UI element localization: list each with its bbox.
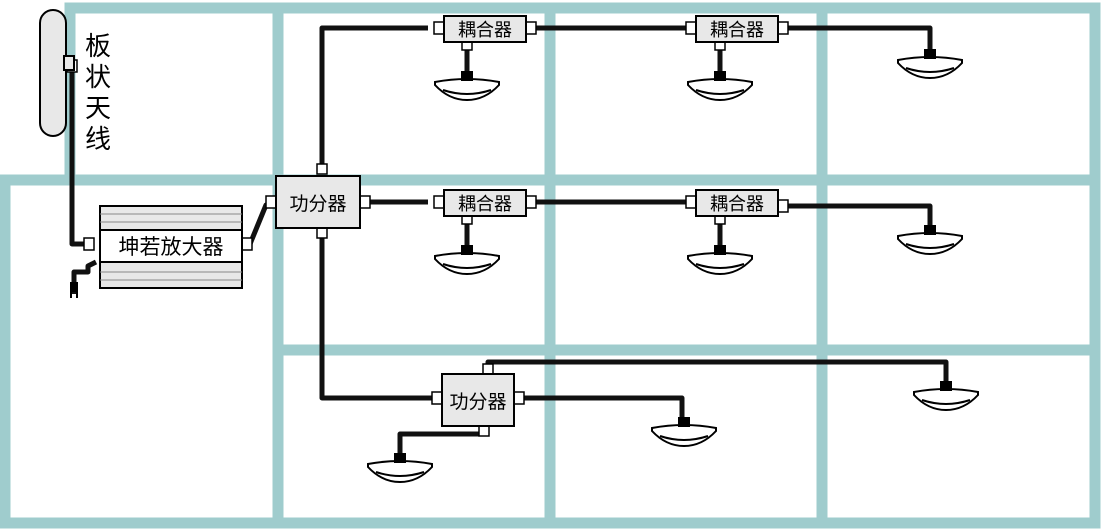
cable-lower-right <box>518 395 685 420</box>
connector <box>482 363 494 375</box>
ceiling-antenna-icon <box>434 71 500 102</box>
antenna-label-char: 板 <box>85 32 111 62</box>
connector <box>525 195 537 209</box>
connector <box>431 391 443 405</box>
cable-lower-top <box>485 359 949 384</box>
connector <box>777 199 789 213</box>
splitter-label: 功分器 <box>449 391 506 413</box>
connector <box>685 195 697 209</box>
ceiling-antenna-base <box>714 71 726 81</box>
cable-power-cord <box>71 259 98 294</box>
ceiling-antenna-rim <box>921 399 971 405</box>
coupler-label: 耦合器 <box>710 194 764 215</box>
amplifier-device: 坤若放大器 <box>99 205 243 289</box>
connector <box>685 21 697 35</box>
antenna-label-char: 天 <box>85 94 111 124</box>
upper-wing-outline <box>64 2 1101 186</box>
ceiling-antennas <box>367 49 979 484</box>
panel-antenna-icon <box>39 9 75 137</box>
coupler-top-1: 耦合器 <box>443 15 527 43</box>
connector <box>241 237 253 251</box>
connector <box>433 21 445 35</box>
amplifier-label-panel <box>99 229 243 263</box>
ceiling-antenna-icon <box>897 225 963 256</box>
ceiling-antenna-icon <box>687 245 753 276</box>
ceiling-antenna-base <box>678 417 690 427</box>
ceiling-antenna-rim <box>695 89 745 95</box>
coupler-body <box>695 15 779 43</box>
cable-splitter-up <box>319 25 428 172</box>
ceiling-antenna-icon <box>434 245 500 276</box>
connector <box>265 195 277 209</box>
coupler-label: 耦合器 <box>710 20 764 41</box>
ceiling-antenna-icon <box>897 49 963 80</box>
panel-antenna-mount <box>63 55 75 71</box>
connector <box>433 195 445 209</box>
ceiling-antenna-rim <box>442 263 492 269</box>
ceiling-antenna-icon <box>651 417 717 448</box>
ceiling-antenna-base <box>394 453 406 463</box>
power-plug-icon <box>70 282 78 298</box>
ceiling-antenna-icon <box>913 381 979 412</box>
splitter-label: 功分器 <box>289 193 346 215</box>
amplifier-stripes <box>100 213 242 281</box>
ceiling-antenna-icon <box>367 453 433 484</box>
ceiling-antenna-rim <box>442 89 492 95</box>
coupler-body <box>695 189 779 217</box>
power-splitter-main: 功分器 <box>275 175 361 229</box>
antenna-label-char: 状 <box>85 63 111 93</box>
connector <box>359 195 371 209</box>
ceiling-antenna-icon <box>687 71 753 102</box>
coupler-mid-1: 耦合器 <box>443 189 527 217</box>
cable-splitter-down <box>319 230 434 401</box>
cable-lower-bottom <box>397 428 487 456</box>
coupler-body <box>443 189 527 217</box>
ceiling-antenna-rim <box>659 435 709 441</box>
connector <box>83 237 95 251</box>
ceiling-antenna-base <box>714 245 726 255</box>
antenna-label-char: 线 <box>85 125 111 155</box>
splitter-body <box>441 373 515 427</box>
connector <box>316 227 328 239</box>
cable-mid-end <box>782 203 933 228</box>
ceiling-antenna-rim <box>695 263 745 269</box>
coupler-label: 耦合器 <box>458 194 512 215</box>
amplifier-label: 坤若放大器 <box>119 235 224 259</box>
ceiling-antenna-base <box>461 71 473 81</box>
coupler-top-2: 耦合器 <box>695 15 779 43</box>
cable-top-end <box>782 25 933 52</box>
coupler-label: 耦合器 <box>458 20 512 41</box>
panel-antenna-body <box>39 9 67 137</box>
connector <box>777 21 789 35</box>
ceiling-antenna-base <box>940 381 952 391</box>
connector <box>316 163 328 175</box>
coupler-body <box>443 15 527 43</box>
connector <box>525 21 537 35</box>
ceiling-antenna-base <box>924 49 936 59</box>
antenna-label: 板 状 天 线 <box>85 32 111 155</box>
splitter-body <box>275 175 361 229</box>
ceiling-antenna-base <box>924 225 936 235</box>
coupler-mid-2: 耦合器 <box>695 189 779 217</box>
ceiling-antenna-rim <box>905 243 955 249</box>
plug-body <box>70 282 78 292</box>
power-splitter-lower: 功分器 <box>441 373 515 427</box>
ceiling-antenna-base <box>461 245 473 255</box>
ceiling-antenna-rim <box>905 67 955 73</box>
connector <box>478 425 490 437</box>
connector <box>513 391 525 405</box>
ceiling-antenna-rim <box>375 471 425 477</box>
